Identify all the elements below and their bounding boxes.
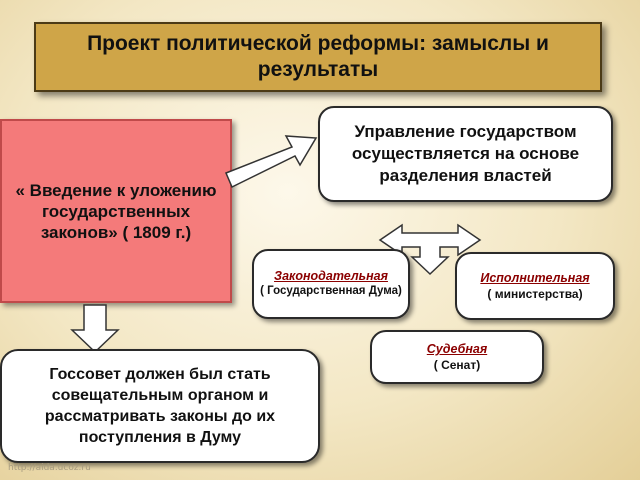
state-council-text: Госсовет должен был стать совещательным … xyxy=(44,366,276,446)
source-document-text: « Введение к уложению государственных за… xyxy=(15,180,217,242)
watermark: http://aida.ucoz.ru xyxy=(8,463,91,473)
executive-body: ( министерства) xyxy=(487,287,583,301)
arrow-to-council xyxy=(70,304,120,354)
double-arrow-branches xyxy=(378,223,482,276)
legislative-branch-box: Законодательная ( Государственная Дума) xyxy=(252,249,410,319)
judicial-title: Судебная xyxy=(426,342,488,356)
executive-title: Исполнительная xyxy=(480,271,590,285)
arrow-to-principle xyxy=(225,135,318,189)
judicial-body: ( Сенат) xyxy=(433,358,481,372)
judicial-branch-box: Судебная ( Сенат) xyxy=(370,330,544,384)
separation-of-powers-text: Управление государством осуществляется н… xyxy=(351,122,580,185)
slide-title: Проект политической реформы: замыслы и р… xyxy=(34,22,602,92)
separation-of-powers-box: Управление государством осуществляется н… xyxy=(318,106,613,202)
legislative-body: ( Государственная Дума) xyxy=(260,285,402,297)
source-document-box: « Введение к уложению государственных за… xyxy=(0,119,232,303)
executive-branch-box: Исполнительная ( министерства) xyxy=(455,252,615,320)
state-council-box: Госсовет должен был стать совещательным … xyxy=(0,349,320,463)
legislative-title: Законодательная xyxy=(274,269,388,283)
slide-title-text: Проект политической реформы: замыслы и р… xyxy=(87,32,549,81)
